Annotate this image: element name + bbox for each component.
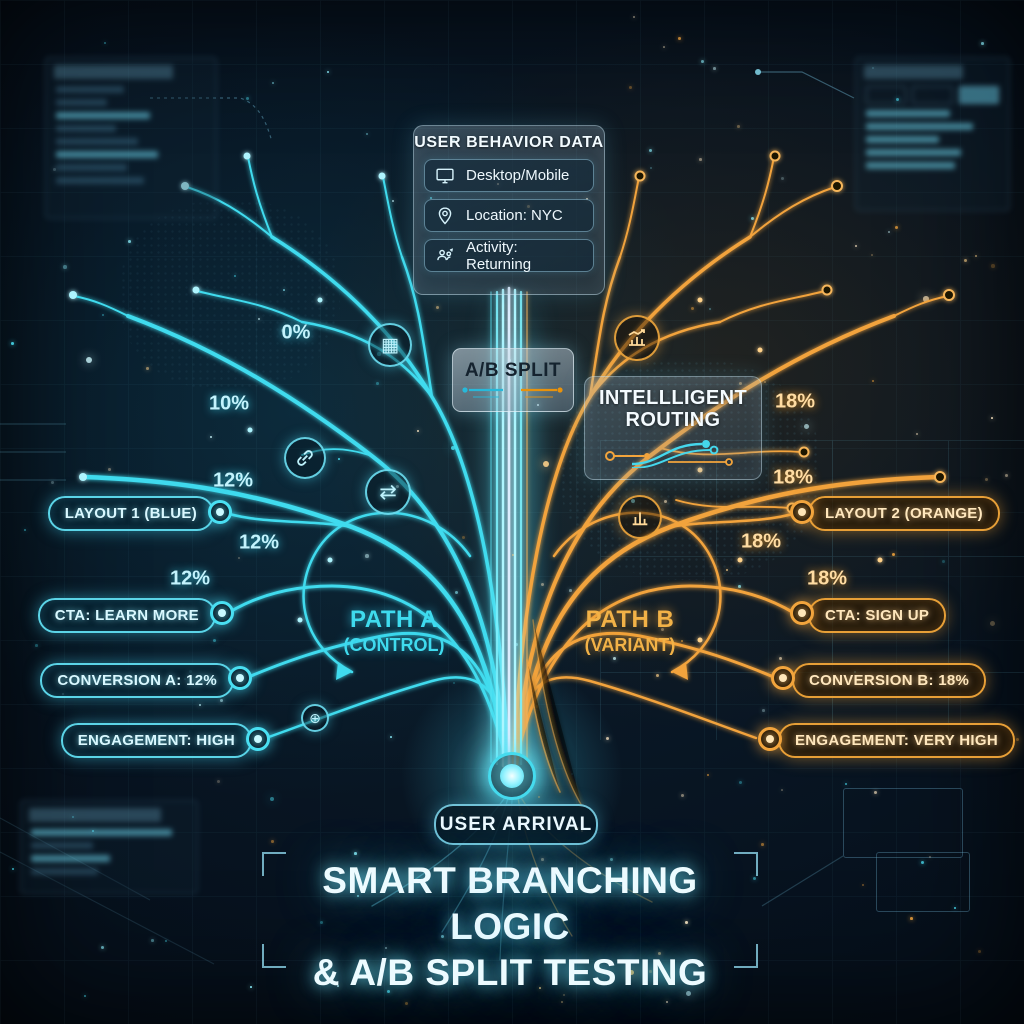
path-b-name: PATH B xyxy=(585,606,675,633)
location-pin-icon xyxy=(434,205,456,227)
main-title: SMART BRANCHING LOGIC & A/B SPLIT TESTIN… xyxy=(262,858,758,996)
behavior-row-label: Location: NYC xyxy=(466,207,563,224)
bar-chart-icon xyxy=(618,495,662,539)
left-percent-1: 10% xyxy=(208,392,250,415)
split-direction-arrows-icon xyxy=(462,386,563,398)
behavior-row-label: Desktop/Mobile xyxy=(466,167,570,184)
link-icon xyxy=(284,437,326,479)
cta-sign-up-node xyxy=(790,601,814,625)
behavior-row-device: Desktop/Mobile xyxy=(424,159,594,192)
title-frame xyxy=(262,852,758,968)
decorative-panel-top-right xyxy=(855,57,1010,211)
hud-connector-lines xyxy=(0,69,855,965)
wireframe-box-1 xyxy=(843,788,963,858)
behavior-row-location: Location: NYC xyxy=(424,199,594,232)
cta-learn-more-pill: CTA: LEARN MORE xyxy=(37,598,216,633)
user-behavior-panel: USER BEHAVIOR DATA Desktop/Mobile Locati… xyxy=(413,125,605,295)
dot-texture-right xyxy=(560,360,820,580)
behavior-row-activity: Activity: Returning xyxy=(424,238,594,273)
behavior-row-label: Activity: Returning xyxy=(466,238,532,273)
decorative-panel-bottom-left xyxy=(20,800,198,894)
path-a-name: PATH A xyxy=(350,606,438,633)
ab-split-label: A/B SPLIT xyxy=(464,359,562,381)
frame-corner-bl xyxy=(262,944,286,968)
decorative-panel-top-left xyxy=(45,57,217,219)
arrival-node-core xyxy=(500,764,524,788)
module-grid-icon: ▦ xyxy=(368,323,412,367)
left-percent-4: 12% xyxy=(169,567,211,590)
path-b-label: PATH B (VARIANT) xyxy=(585,606,676,656)
left-branches xyxy=(69,152,511,767)
conversion-a-node xyxy=(228,666,252,690)
title-line1: SMART BRANCHING LOGIC xyxy=(322,860,698,947)
right-percent-1: 18% xyxy=(772,466,814,489)
engagement-high-pill: ENGAGEMENT: HIGH xyxy=(60,723,252,758)
ab-split-box: A/B SPLIT xyxy=(452,348,574,412)
dot-texture-left xyxy=(120,200,340,390)
engagement-very-high-node xyxy=(758,727,782,751)
frame-corner-tl xyxy=(262,852,286,876)
conversion-a-pill: CONVERSION A: 12% xyxy=(40,663,234,698)
layout-2-node xyxy=(790,500,814,524)
wireframe-box-2 xyxy=(876,852,970,912)
path-b-sub: (VARIANT) xyxy=(584,635,676,655)
frame-corner-tr xyxy=(734,852,758,876)
conversion-b-pill: CONVERSION B: 18% xyxy=(792,663,987,698)
layout-1-pill: LAYOUT 1 (BLUE) xyxy=(47,496,214,531)
cta-sign-up-pill: CTA: SIGN UP xyxy=(808,598,947,633)
swap-icon: ⇄ xyxy=(365,469,411,515)
monitor-icon xyxy=(434,165,456,187)
right-percent-3: 18% xyxy=(806,567,848,590)
right-percent-2: 18% xyxy=(740,530,782,553)
conversion-b-node xyxy=(771,666,795,690)
routing-title-line2: ROUTING xyxy=(625,409,721,431)
behavior-panel-title: USER BEHAVIOR DATA xyxy=(414,134,604,151)
title-line2: & A/B SPLIT TESTING xyxy=(312,951,708,993)
intelligent-routing-panel: INTELLLIGENT ROUTING xyxy=(584,376,762,480)
path-a-label: PATH A (CONTROL) xyxy=(344,606,445,656)
cta-learn-more-node xyxy=(210,601,234,625)
returning-user-icon xyxy=(434,245,456,267)
left-percent-3: 12% xyxy=(238,531,280,554)
left-percent-0: 0% xyxy=(281,321,311,344)
engagement-high-node xyxy=(246,727,270,751)
frame-corner-br xyxy=(734,944,758,968)
path-a-sub: (CONTROL) xyxy=(343,635,445,655)
right-percent-0: 18% xyxy=(774,390,816,413)
trend-chart-icon xyxy=(614,315,660,361)
circuit-lines-icon xyxy=(605,439,733,468)
layout-1-node xyxy=(208,500,232,524)
left-percent-2: 12% xyxy=(212,469,254,492)
routing-title-line1: INTELLLIGENT xyxy=(598,387,748,410)
engagement-very-high-pill: ENGAGEMENT: VERY HIGH xyxy=(778,723,1015,758)
target-icon: ⊕ xyxy=(301,704,329,732)
layout-2-pill: LAYOUT 2 (ORANGE) xyxy=(808,496,1000,531)
user-arrival-pill: USER ARRIVAL xyxy=(434,804,598,845)
